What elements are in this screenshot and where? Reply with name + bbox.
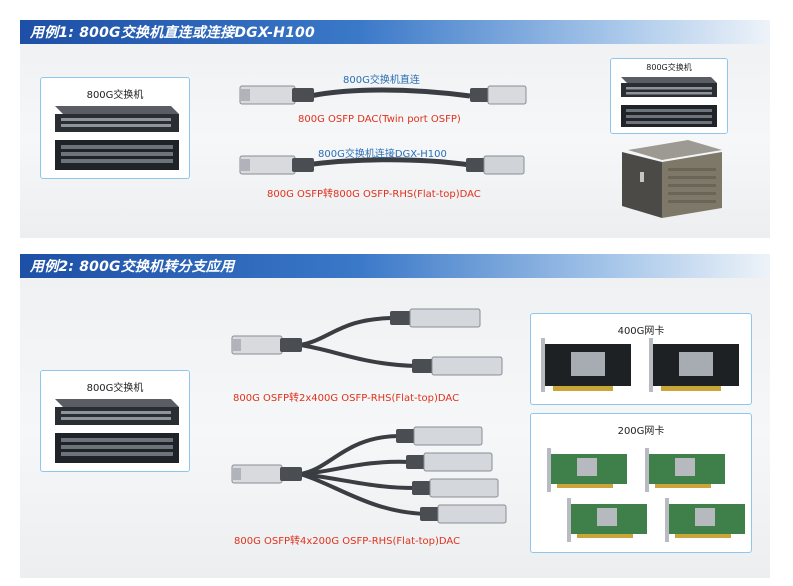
case1-switch-card: 800G交换机 xyxy=(40,77,190,179)
nic-card-icon xyxy=(547,448,745,542)
nic200-card: 200G网卡 xyxy=(530,413,752,553)
case1-cable1-bottom-label: 800G OSFP DAC(Twin port OSFP) xyxy=(298,114,461,125)
case1-cable1-top-label: 800G交换机直连 xyxy=(343,75,420,86)
switch-front-icon xyxy=(621,77,717,127)
case1-right-switch-label: 800G交换机 xyxy=(646,63,692,72)
case1-right-switch-card: 800G交换机 xyxy=(610,58,728,134)
case1-cable2-bottom-label: 800G OSFP转800G OSFP-RHS(Flat-top)DAC xyxy=(267,189,481,200)
case2-switch-card: 800G交换机 xyxy=(40,370,190,472)
case2-banner: 用例2: 800G交换机转分支应用 xyxy=(20,254,770,278)
nic200-label: 200G网卡 xyxy=(617,426,665,437)
case1-banner: 用例1: 800G交换机直连或连接DGX-H100 xyxy=(20,20,770,44)
nic-card-icon xyxy=(541,338,739,392)
case1-title: 用例1: 800G交换机直连或连接DGX-H100 xyxy=(30,25,315,41)
case2-switch-label: 800G交换机 xyxy=(86,383,144,394)
switch-front-icon xyxy=(55,106,179,170)
case2-cable1-label: 800G OSFP转2x400G OSFP-RHS(Flat-top)DAC xyxy=(233,393,460,404)
switch-front-icon xyxy=(55,399,179,463)
nic400-card: 400G网卡 xyxy=(530,313,752,405)
case1-cable2-top-label: 800G交换机连接DGX-H100 xyxy=(318,149,447,160)
case2-cable2-label: 800G OSFP转4x200G OSFP-RHS(Flat-top)DAC xyxy=(234,536,461,547)
case1-switch-label: 800G交换机 xyxy=(86,90,144,101)
nic400-label: 400G网卡 xyxy=(617,326,665,337)
case2-title: 用例2: 800G交换机转分支应用 xyxy=(30,259,235,275)
